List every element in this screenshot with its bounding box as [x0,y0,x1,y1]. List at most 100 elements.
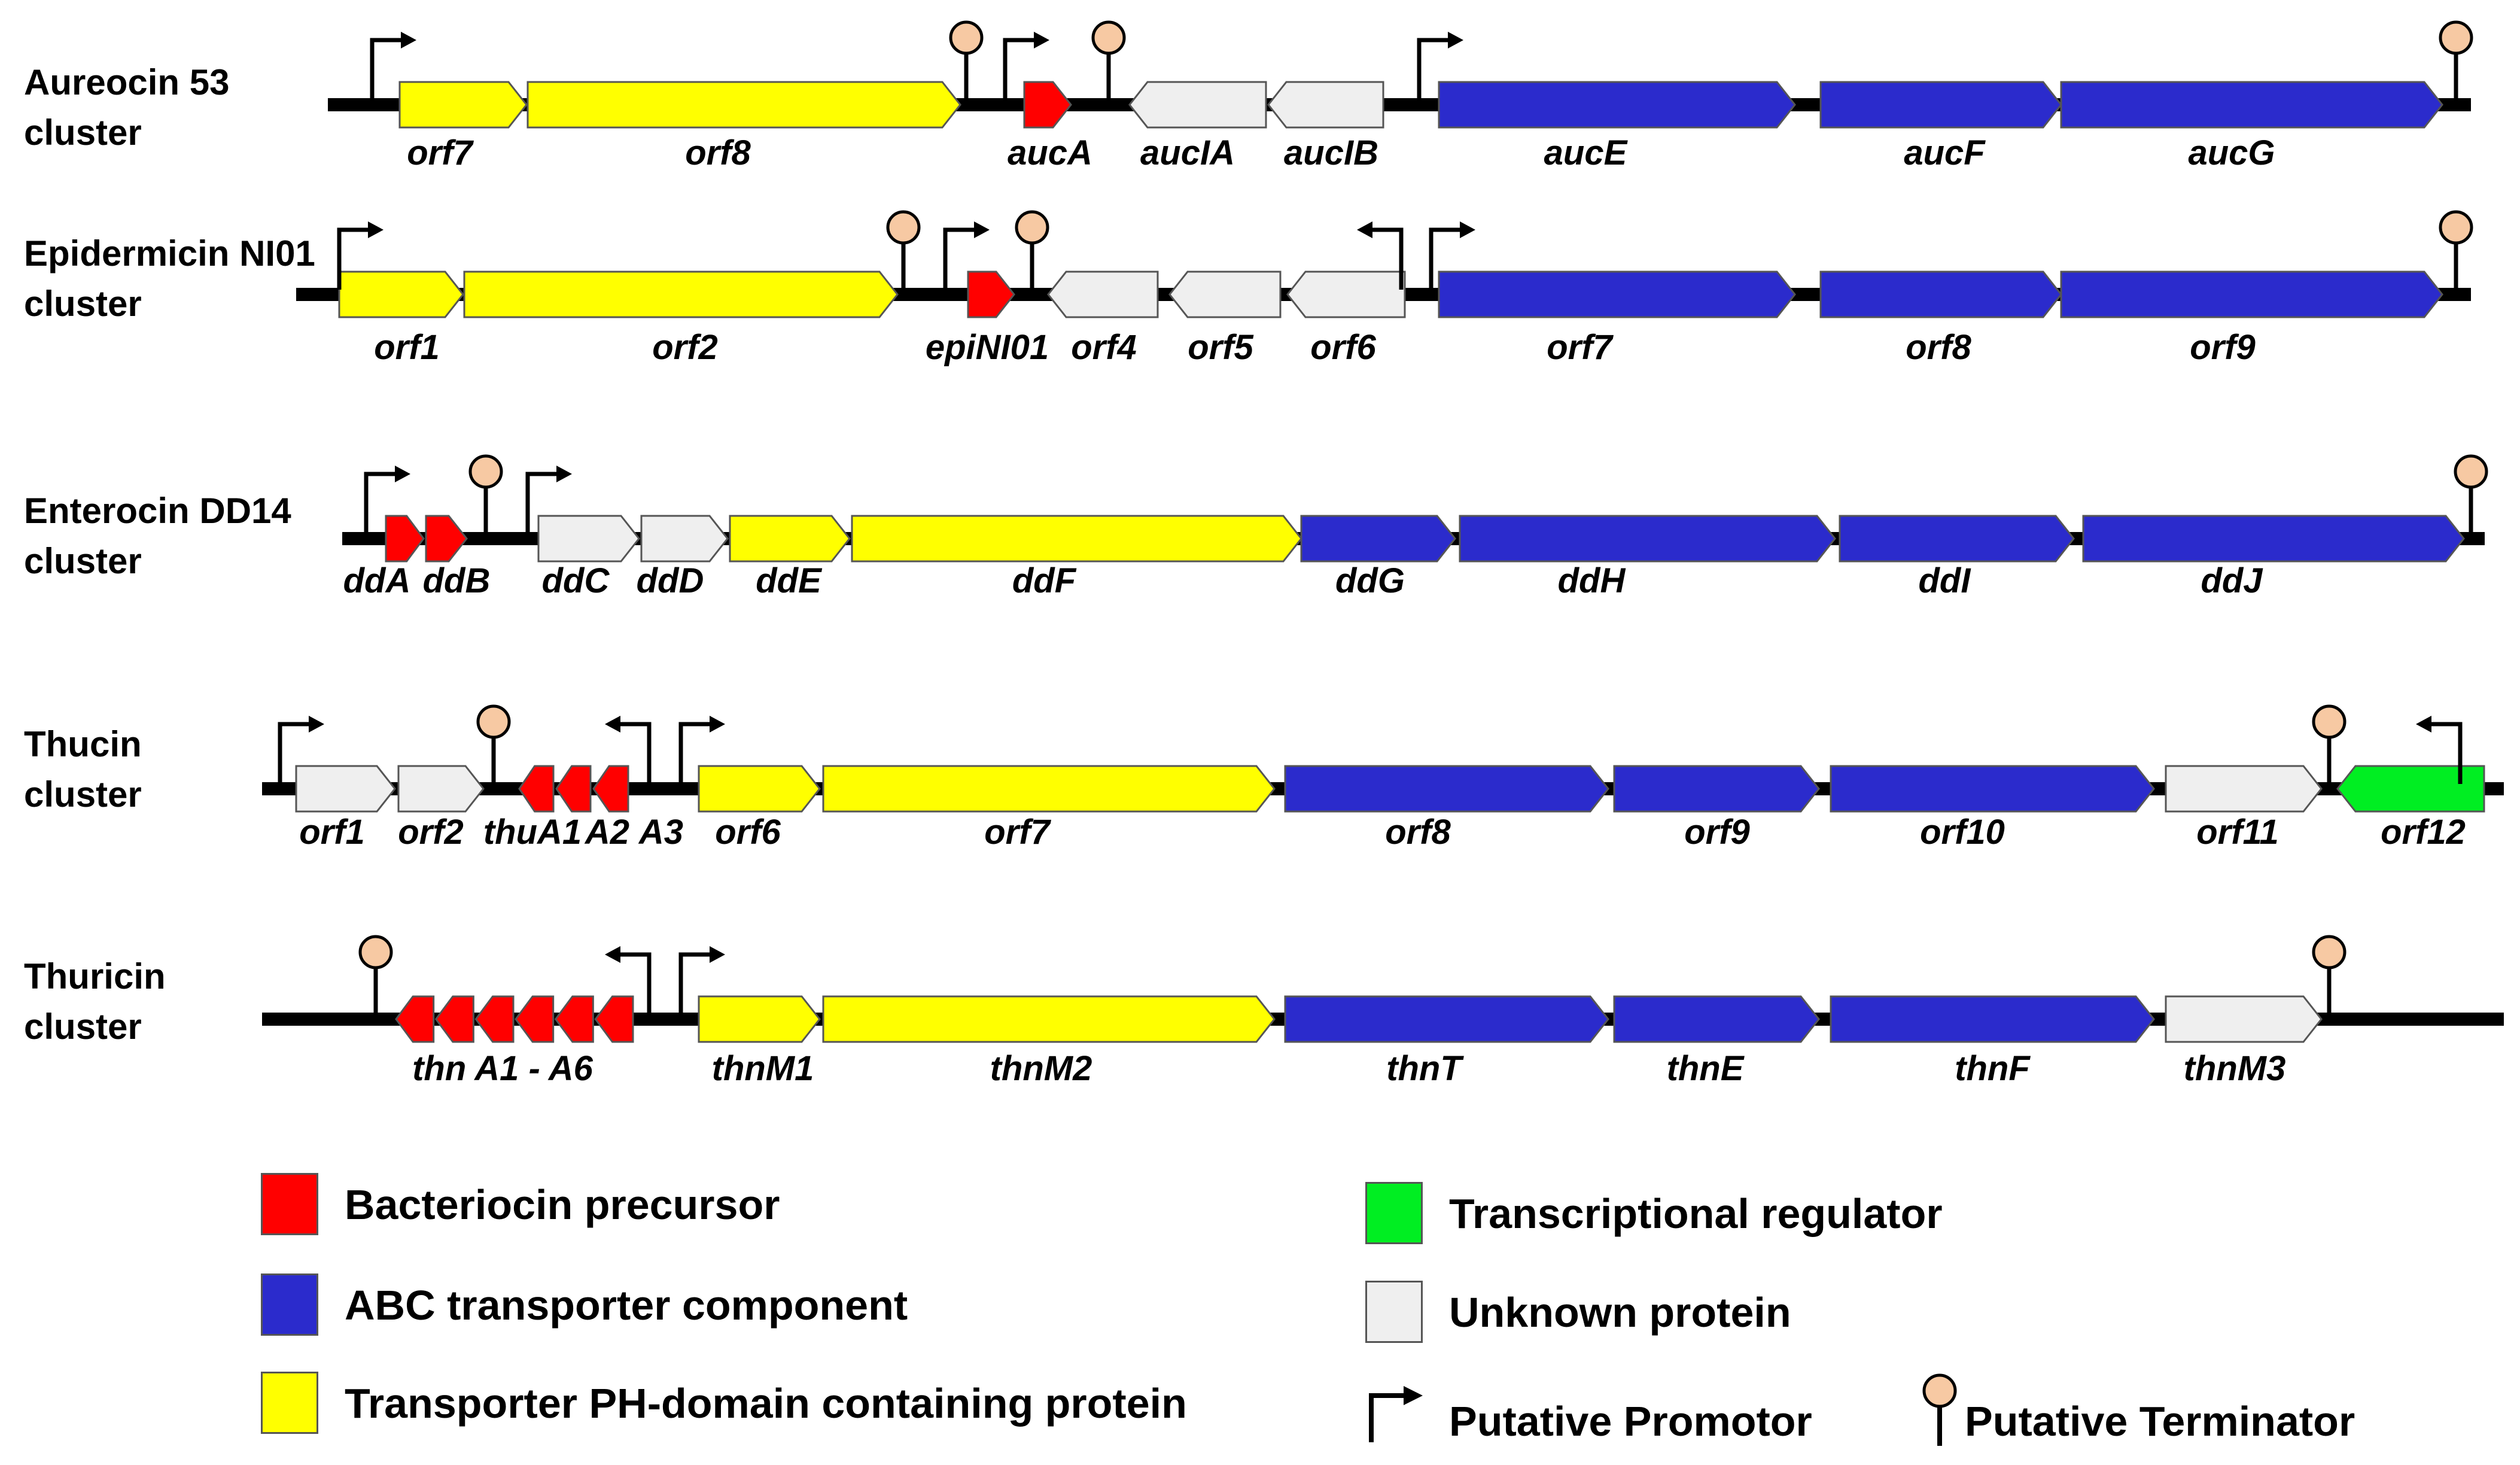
gene-label: thnM2 [990,1049,1092,1088]
gene-arrow-bacteriocin [518,765,555,813]
cluster-name: Thuricin [24,956,166,996]
terminator-icon [2454,454,2488,489]
gene-arrow-abc [1613,765,1820,813]
gene-arrow-unknown [295,765,396,813]
terminator-icon [1922,1373,1957,1446]
terminator-icon [2312,704,2346,739]
gene-label: ddC [542,561,610,600]
cluster-suffix: cluster [24,284,142,324]
promoter-icon [370,38,401,100]
terminator-icon [2439,20,2473,55]
cluster-suffix: cluster [24,113,142,153]
gene-label: orf2 [398,813,464,852]
gene-label: thn A1 - A6 [412,1049,594,1088]
gene-arrow-unknown [397,765,485,813]
gene-label: orf10 [1920,813,2005,852]
gene-arrow-unknown [2165,765,2323,813]
gene-label: ddD [637,561,704,600]
gene-arrow-transporter [463,270,899,318]
gene-arrow-unknown [2165,995,2323,1043]
legend-label: Putative Terminator [1965,1398,2355,1445]
promoter-arrowhead [2416,716,2431,732]
gene-label: thnE [1667,1049,1745,1088]
promoter-arrowhead [309,716,324,732]
gene-arrow-unknown [1286,270,1406,318]
gene-label: orf7 [1547,328,1614,367]
gene-label: thnT [1386,1049,1464,1088]
gene-label: orf8 [685,133,751,172]
gene-arrow-abc [1284,995,1609,1043]
gene-arrow-transporter [822,765,1276,813]
gene-arrow-bacteriocin [434,995,474,1043]
legend-swatch-abc [261,1273,318,1336]
promoter-icon [678,952,710,1014]
gene-arrow-bacteriocin [395,995,435,1043]
gene-label: orf7 [984,813,1051,852]
gene-label: A2 [584,813,629,852]
promoter-icon [364,472,395,534]
gene-arrow-bacteriocin [594,995,634,1043]
gene-label: orf12 [2381,813,2466,852]
gene-arrow-unknown [1047,270,1159,318]
gene-arrow-unknown [1168,270,1282,318]
gene-label: orf4 [1071,328,1137,367]
gene-arrow-abc [1438,270,1796,318]
gene-label: aucIA [1140,133,1235,172]
terminator-icon [2439,210,2473,245]
terminator-icon [949,20,984,55]
promoter-arrowhead [1448,32,1463,48]
gene-label: orf8 [1906,328,1971,367]
legend-swatch-transporter [261,1372,318,1434]
cluster-label-epidermicin: Epidermicin NI01 cluster [24,229,315,329]
cluster-suffix: cluster [24,1007,142,1047]
promoter-icon [620,722,652,784]
gene-arrow-abc [1830,765,2155,813]
gene-arrow-transporter [338,270,464,318]
gene-label: ddA [343,561,411,600]
legend-label: Transcriptional regulator [1449,1190,1943,1237]
promoter-arrowhead [1034,32,1049,48]
cluster-name: Epidermicin NI01 [24,233,315,273]
gene-label: orf6 [1310,328,1376,367]
promoter-arrowhead [710,716,725,732]
legend-label: Putative Promotor [1449,1398,1812,1445]
gene-arrow-bacteriocin [1023,81,1072,129]
gene-label: ddJ [2201,561,2263,600]
cluster-name: Enterocin DD14 [24,491,291,531]
gene-arrow-transporter [851,515,1302,563]
cluster-label-enterocin: Enterocin DD14 cluster [24,486,291,586]
gene-arrow-abc [1819,270,2062,318]
gene-arrow-abc [1438,81,1796,129]
cluster-suffix: cluster [24,541,142,581]
legend-label: Bacteriocin precursor [345,1181,780,1228]
terminator-icon [2312,935,2346,969]
gene-arrow-unknown [640,515,729,563]
promoter-icon [525,472,556,534]
promoter-arrowhead [401,32,416,48]
gene-label: thnM3 [2184,1049,2286,1088]
gene-arrow-bacteriocin [592,765,629,813]
terminator-icon [1091,20,1126,55]
gene-label: orf9 [2190,328,2256,367]
gene-arrow-abc [1839,515,2075,563]
terminator-icon [476,704,511,739]
gene-label: aucG [2188,133,2275,172]
promoter-icon [278,722,309,784]
gene-label: aucF [1904,133,1986,172]
gene-arrow-abc [1300,515,1456,563]
cluster-suffix: cluster [24,774,142,814]
gene-arrow-abc [2082,515,2465,563]
promoter-arrowhead [368,221,384,238]
cluster-label-thuricin: Thuricin cluster [24,952,166,1052]
gene-label: orf2 [652,328,718,367]
gene-label: thnF [1955,1049,2031,1088]
gene-label: orf9 [1684,813,1750,852]
promoter-icon [337,227,368,290]
promoter-icon [2431,722,2463,784]
promoter-icon [1003,38,1034,100]
promoter-icon [620,952,652,1014]
gene-label: epiNI01 [926,328,1049,367]
